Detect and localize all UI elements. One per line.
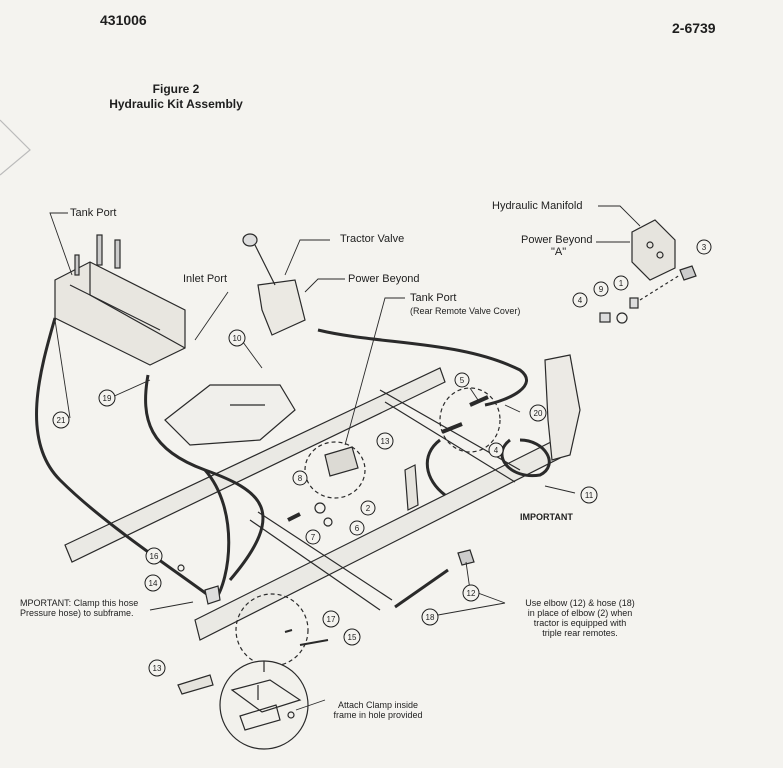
fitting-8 (314, 502, 326, 514)
svg-text:3: 3 (702, 243, 707, 252)
control-valve-block (54, 234, 186, 366)
clamp-hose-note: MPORTANT: Clamp this hose Pressure hose)… (20, 598, 139, 618)
rear-remote-cover (324, 446, 359, 477)
svg-text:8: 8 (298, 474, 303, 483)
callout-9: 9 (593, 281, 609, 297)
svg-text:12: 12 (467, 589, 476, 598)
svg-text:14: 14 (149, 579, 158, 588)
svg-text:13: 13 (153, 664, 162, 673)
svg-text:17: 17 (327, 615, 336, 624)
mounting-bracket (164, 384, 296, 446)
washer-17 (284, 629, 293, 633)
callout-5: 5 (454, 372, 470, 388)
callout-4a: 4 (572, 292, 588, 308)
hose-18 (394, 568, 449, 609)
svg-text:10: 10 (233, 334, 242, 343)
callout-14: 14 (144, 574, 162, 592)
tractor-valve (242, 233, 306, 336)
fitting-6 (323, 517, 333, 527)
svg-text:18: 18 (426, 613, 435, 622)
fitting-4 (599, 312, 611, 323)
svg-text:4: 4 (578, 296, 583, 305)
callout-21: 21 (52, 411, 70, 429)
figure-title: Hydraulic Kit Assembly (109, 97, 243, 111)
callout-20: 20 (529, 404, 547, 422)
fitting-5 (469, 395, 489, 407)
svg-text:7: 7 (311, 533, 316, 542)
svg-text:15: 15 (348, 633, 357, 642)
detail-circle (235, 593, 309, 667)
page-fold-mark (0, 119, 31, 176)
elbow-note: Use elbow (12) & hose (18) in place of e… (525, 598, 635, 638)
callout-7: 7 (305, 529, 321, 545)
clamp-14 (204, 585, 221, 605)
power-beyond-label: Power Beyond (348, 273, 420, 285)
bolt-15 (299, 639, 329, 646)
svg-text:1: 1 (619, 279, 624, 288)
callout-8: 8 (292, 470, 308, 486)
hose-21 (35, 317, 216, 602)
hose-20 (317, 328, 528, 407)
callout-11: 11 (580, 486, 598, 504)
callout-17: 17 (322, 610, 340, 628)
inlet-port-label: Inlet Port (183, 273, 228, 285)
page-code: 2-6739 (672, 20, 716, 36)
svg-text:16: 16 (150, 552, 159, 561)
fitting-3 (679, 265, 697, 281)
svg-text:2: 2 (366, 504, 371, 513)
svg-text:4: 4 (494, 446, 499, 455)
leader-lines (49, 205, 641, 711)
rear-tank-port-label: Tank Port (410, 292, 457, 304)
callout-15: 15 (343, 628, 361, 646)
frame-bracket (544, 354, 581, 461)
svg-text:9: 9 (599, 285, 604, 294)
rear-tank-port-note: (Rear Remote Valve Cover) (410, 306, 521, 316)
svg-text:13: 13 (381, 437, 390, 446)
callout-18: 18 (421, 608, 439, 626)
hydraulic-manifold (631, 219, 676, 281)
clamp-13-bottom (177, 674, 214, 695)
manifold-power-beyond-label: Power Beyond (521, 234, 593, 246)
tank-port-label: Tank Port (70, 207, 117, 219)
clamp-13-top (404, 464, 419, 511)
callout-1: 1 (613, 275, 629, 291)
clamp-detail-inset (219, 660, 309, 750)
tractor-valve-label: Tractor Valve (340, 233, 405, 245)
important-label: IMPORTANT (520, 512, 573, 522)
fitting-1 (629, 297, 639, 309)
hydraulic-manifold-label: Hydraulic Manifold (492, 200, 583, 212)
elbow-12 (457, 549, 475, 566)
manifold-power-beyond-sub: "A" (551, 246, 567, 258)
callout-3: 3 (696, 239, 712, 255)
callout-19: 19 (98, 389, 116, 407)
callout-markers: 1 2 3 4 4 5 6 7 8 9 10 11 12 13 13 14 15… (52, 239, 712, 677)
svg-text:5: 5 (460, 376, 465, 385)
callout-10: 10 (228, 329, 246, 347)
fitting-7 (287, 512, 301, 522)
callout-4b: 4 (488, 442, 504, 458)
callout-6: 6 (349, 520, 365, 536)
svg-text:21: 21 (57, 416, 66, 425)
svg-text:19: 19 (103, 394, 112, 403)
callout-13b: 13 (148, 659, 166, 677)
svg-text:6: 6 (355, 524, 360, 533)
callout-2: 2 (360, 500, 376, 516)
svg-text:11: 11 (585, 491, 594, 500)
o-ring-9 (616, 312, 628, 324)
hydraulic-hoses (35, 317, 551, 609)
callout-13a: 13 (376, 432, 394, 450)
callout-12: 12 (462, 584, 480, 602)
nut-16 (177, 564, 185, 572)
svg-text:20: 20 (534, 409, 543, 418)
callout-16: 16 (145, 547, 163, 565)
attach-clamp-note: Attach Clamp inside frame in hole provid… (333, 700, 423, 720)
figure-number: Figure 2 (152, 82, 200, 96)
figure-caption: Figure 2 Hydraulic Kit Assembly (96, 82, 256, 112)
part-number: 431006 (100, 12, 147, 28)
tractor-frame (64, 367, 561, 641)
